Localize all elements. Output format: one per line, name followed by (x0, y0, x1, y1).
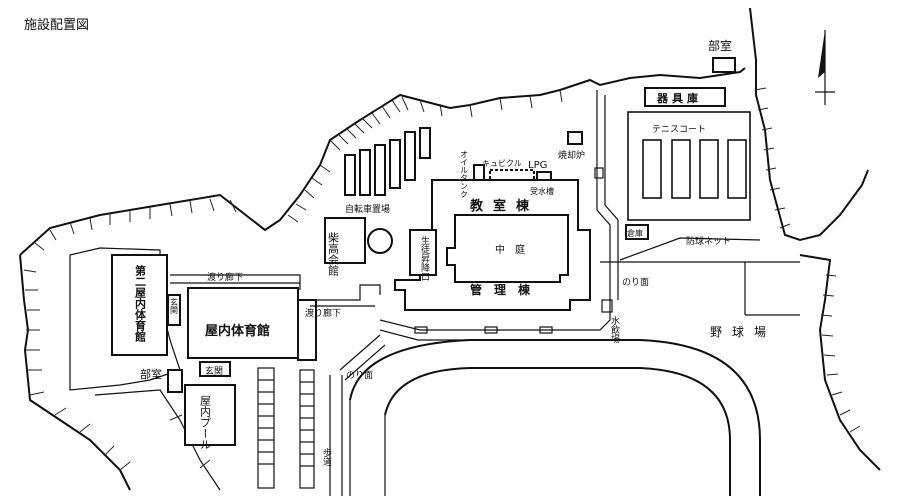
label-cubicle: キュビクル (482, 159, 522, 168)
bicycle-parking (344, 127, 431, 196)
label-entrance-pool: 玄関 (205, 365, 223, 377)
label-corridor-mid: 渡り廊下 (305, 307, 341, 319)
label-incinerator: 焼却炉 (558, 149, 585, 161)
label-drinking-station: 水飲場 (609, 315, 620, 344)
label-management: 管理棟 (470, 282, 542, 297)
label-tennis-court: テニスコート (652, 124, 706, 135)
label-entrance-small: 玄関 (170, 297, 179, 315)
corridor-mid (300, 284, 381, 307)
entrance-small (167, 294, 181, 326)
label-slope-right: のり面 (622, 277, 649, 288)
circle-feature (367, 228, 393, 254)
label-classroom: 教室棟 (469, 198, 539, 214)
corridor-top (170, 274, 301, 290)
stairs (257, 367, 315, 489)
map-title: 施設配置図 (24, 18, 90, 33)
label-water-tank: 受水槽 (530, 186, 554, 196)
label-baseball: 野球場 (710, 325, 776, 339)
label-club-room-top: 部室 (708, 38, 732, 53)
label-indoor-pool: 屋内プール (199, 395, 212, 450)
courtyard (446, 214, 569, 283)
label-equipment-store: 器具庫 (656, 91, 702, 105)
club-room-top (712, 57, 736, 73)
baseball-field (600, 261, 800, 316)
label-shiko-hall: 柴高会館 (327, 231, 340, 277)
student-entrance (409, 229, 437, 276)
incinerator (567, 131, 583, 145)
label-oil-tank: オイルタンク (460, 150, 469, 198)
road-lines (329, 90, 761, 496)
tennis-courts (627, 111, 751, 221)
indoor-pool (184, 384, 236, 446)
label-sidewalk: 歩道 (321, 447, 332, 467)
label-courtyard: 中庭 (495, 243, 535, 256)
north-arrow-icon (815, 30, 835, 105)
shiko-hall (324, 217, 366, 264)
athletic-track (349, 339, 761, 496)
warehouse (625, 224, 649, 240)
second-gymnasium (111, 254, 168, 356)
label-student-entrance: 生徒昇降口 (419, 235, 430, 281)
slope-hatching (23, 87, 861, 471)
label-bicycle-parking: 自転車置場 (345, 203, 390, 215)
indoor-gymnasium (187, 287, 299, 359)
equipment-store (644, 87, 726, 107)
entrance-pool (199, 361, 231, 377)
label-ball-net: 防球ネット (686, 235, 731, 247)
label-lpg: LPG (528, 160, 547, 171)
label-warehouse: 倉庫 (627, 228, 643, 238)
label-corridor-top: 渡り廊下 (207, 271, 243, 283)
club-room-left (167, 369, 183, 393)
label-slope-left: のり面 (346, 370, 373, 381)
label-indoor-gym: 屋内体育館 (205, 323, 270, 339)
label-club-room-left: 部室 (140, 367, 162, 381)
label-second-gym: 第二屋内体育館 (134, 264, 148, 343)
